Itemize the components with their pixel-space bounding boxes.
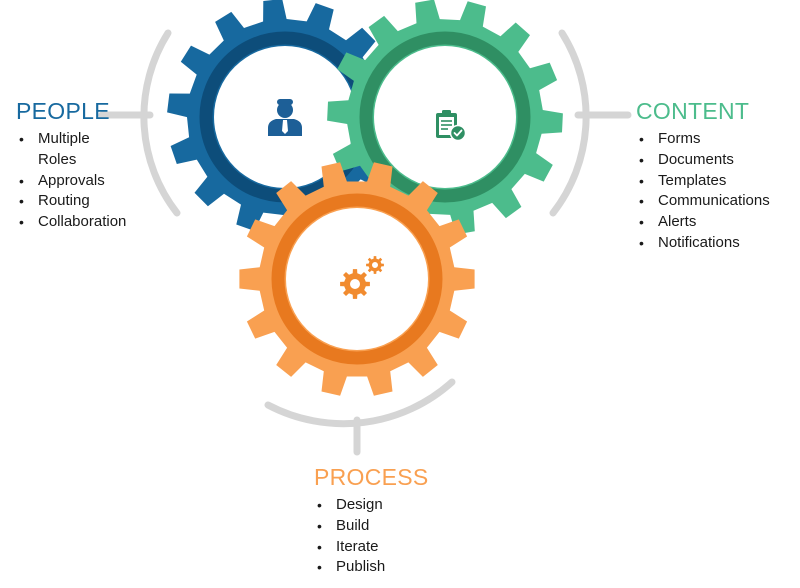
content-section: CONTENT FormsDocumentsTemplatesCommunica… <box>636 98 800 254</box>
people-list-item: Multiple Roles <box>16 129 118 171</box>
content-list-item: Templates <box>636 171 800 192</box>
process-list-item: Design <box>314 495 464 516</box>
content-arc <box>549 29 590 217</box>
process-title: PROCESS <box>314 464 429 490</box>
process-list: DesignBuildIteratePublish <box>314 495 464 578</box>
content-list-item: Alerts <box>636 212 800 233</box>
process-list-item: Build <box>314 516 464 537</box>
content-list: FormsDocumentsTemplatesCommunicationsAle… <box>636 129 800 254</box>
content-list-item: Notifications <box>636 233 800 254</box>
people-list-item: Routing <box>16 191 156 212</box>
content-title: CONTENT <box>636 98 750 124</box>
people-section: PEOPLE Multiple RolesApprovalsRoutingCol… <box>16 98 156 233</box>
content-list-item: Documents <box>636 150 800 171</box>
people-list-item: Collaboration <box>16 212 156 233</box>
content-list-item: Communications <box>636 191 800 212</box>
people-arc <box>140 29 181 217</box>
content-list-item: Forms <box>636 129 800 150</box>
process-list-item: Publish <box>314 557 464 578</box>
process-section: PROCESS DesignBuildIteratePublish <box>314 464 464 578</box>
process-arc <box>264 378 456 428</box>
people-list-item: Approvals <box>16 171 156 192</box>
people-list: Multiple RolesApprovalsRoutingCollaborat… <box>16 129 156 233</box>
clipboard-check-icon <box>436 110 467 142</box>
people-title: PEOPLE <box>16 98 110 124</box>
connector-arcs <box>98 29 632 456</box>
process-list-item: Iterate <box>314 537 464 558</box>
cogs-icon <box>340 256 384 299</box>
person-icon <box>268 99 302 136</box>
